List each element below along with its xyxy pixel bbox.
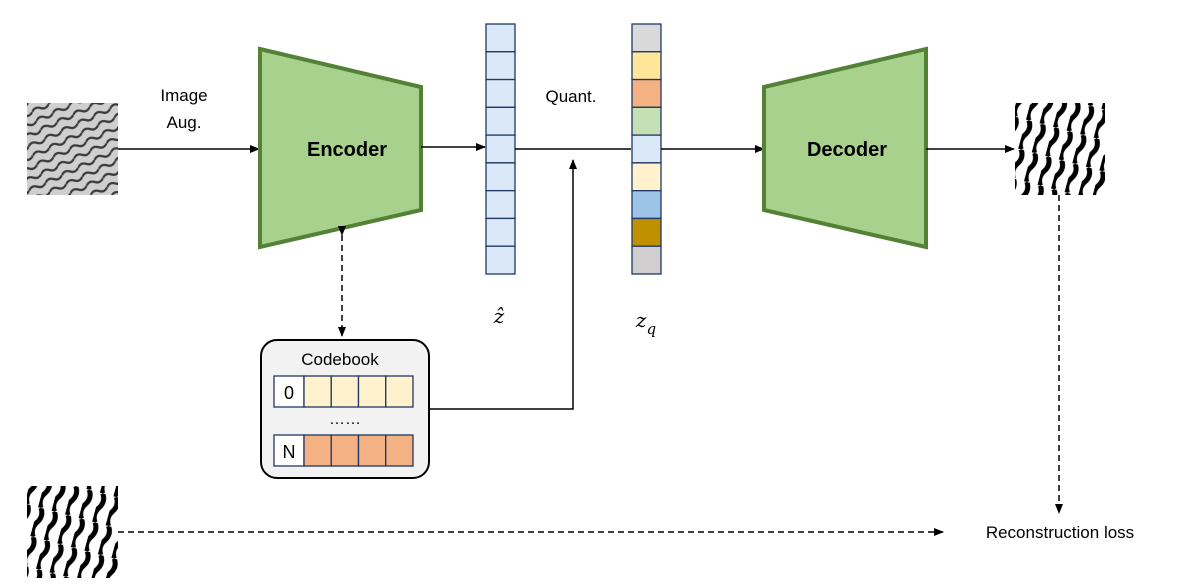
codebook-index-cell <box>273 434 305 467</box>
arrow-codebook-to-quant <box>429 159 577 410</box>
codebook-code-cell <box>303 375 332 408</box>
codebook-row-n <box>273 434 414 467</box>
codebook-row-0-index: 0 <box>284 383 294 403</box>
codebook-code-cell <box>357 375 387 408</box>
z-hat-label: ẑ <box>493 304 505 328</box>
z-q-label: zq <box>635 308 656 338</box>
output-fingerprint-image <box>1015 103 1105 195</box>
z-q-vector <box>631 23 662 275</box>
z-hat-vector <box>485 23 516 275</box>
z-hat-cell <box>485 78 516 108</box>
z-q-cell <box>631 23 662 53</box>
codebook-row-0 <box>273 375 414 408</box>
z-hat-cell <box>485 245 516 275</box>
codebook-ellipsis: …… <box>329 411 361 428</box>
z-q-cell <box>631 245 662 275</box>
codebook-code-cell <box>330 434 360 467</box>
z-hat-cell <box>485 190 516 220</box>
decoder-block <box>762 46 928 250</box>
z-hat-cell <box>485 51 516 81</box>
z-q-cell <box>631 106 662 136</box>
z-hat-cell <box>485 23 516 53</box>
decoder-label: Decoder <box>807 139 887 161</box>
codebook-code-cell <box>385 375 414 408</box>
encoder-block <box>258 46 423 250</box>
input-fingerprint-image <box>27 103 118 195</box>
image-aug-label-line2: Aug. <box>167 113 202 132</box>
z-hat-cell <box>485 134 516 164</box>
z-hat-cell <box>485 106 516 136</box>
z-q-cell <box>631 51 662 81</box>
image-aug-label-line1: Image <box>160 86 207 105</box>
z-q-cell <box>631 217 662 247</box>
z-q-cell <box>631 78 662 108</box>
codebook-title: Codebook <box>301 350 379 369</box>
target-fingerprint-image <box>27 486 118 578</box>
z-q-cell <box>631 162 662 192</box>
codebook-code-cell <box>303 434 332 467</box>
z-q-cell <box>631 134 662 164</box>
quant-label: Quant. <box>545 87 596 106</box>
codebook-code-cell <box>385 434 414 467</box>
encoder-label: Encoder <box>307 139 387 161</box>
z-hat-cell <box>485 217 516 247</box>
reconstruction-loss-label: Reconstruction loss <box>986 523 1134 542</box>
z-q-cell <box>631 190 662 220</box>
z-hat-cell <box>485 162 516 192</box>
codebook-row-n-index: N <box>283 442 296 462</box>
codebook-code-cell <box>357 434 387 467</box>
codebook-code-cell <box>330 375 360 408</box>
